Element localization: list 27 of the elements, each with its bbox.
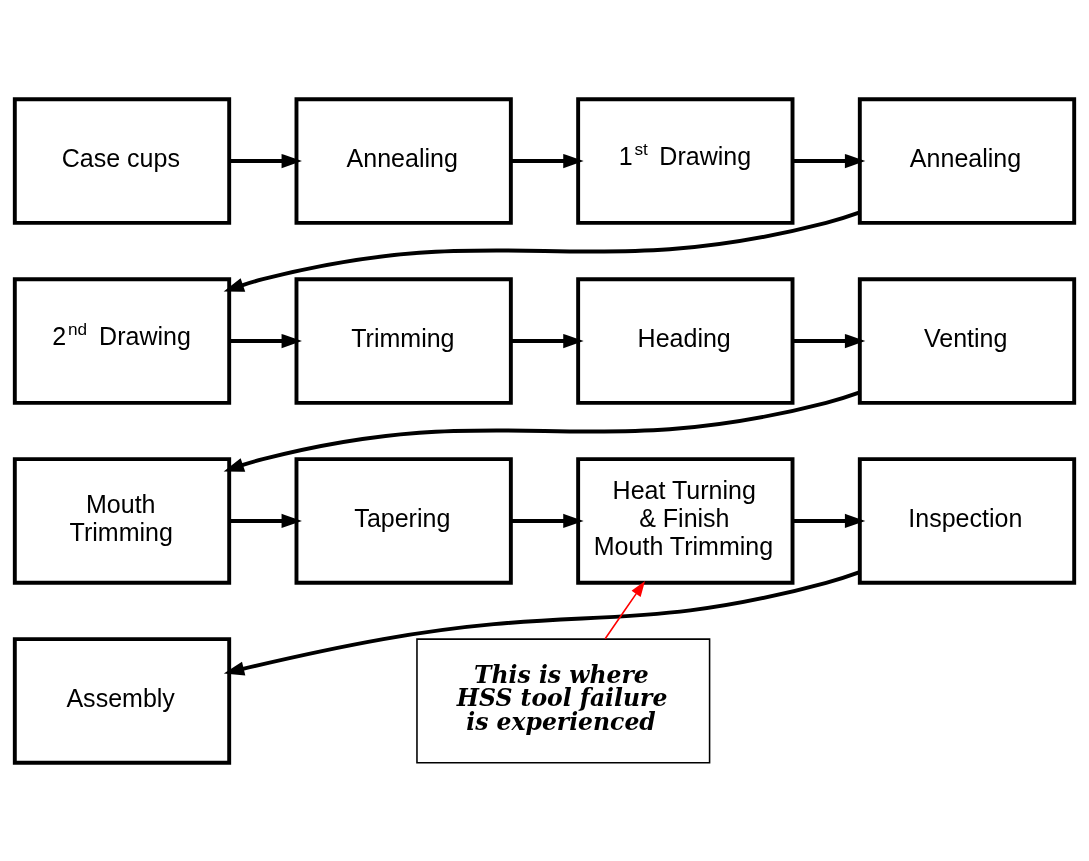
node-box: Case cups <box>12 96 232 225</box>
arrow <box>792 153 866 168</box>
node-box: Inspection <box>857 456 1077 585</box>
arrow <box>792 333 866 348</box>
arrow <box>223 569 861 676</box>
arrow <box>792 513 866 528</box>
node-box: 1$^{st}$ Drawing <box>576 96 795 225</box>
node-box: Trimming <box>294 276 513 405</box>
node-box: Assembly <box>12 636 232 765</box>
arrow <box>229 153 302 168</box>
arrow <box>229 333 302 348</box>
node-box: Heat Turning & Finish Mouth Trimming <box>576 456 795 585</box>
arrow <box>510 333 584 348</box>
node-box: Venting <box>857 276 1077 405</box>
node-box: Heading <box>576 276 795 405</box>
node-box: Annealing <box>857 96 1077 225</box>
node-box: Mouth Trimming <box>12 456 232 585</box>
node-box: Annealing <box>294 96 513 225</box>
arrow <box>604 580 645 639</box>
node-box: Tapering <box>294 456 513 585</box>
node-box: 2$^{nd}$ Drawing <box>12 276 232 405</box>
arrow <box>510 153 584 168</box>
node-box: This is where HSS tool failure is experienced <box>416 637 711 763</box>
arrow <box>223 390 861 472</box>
arrow <box>223 210 861 292</box>
arrow <box>510 513 584 528</box>
arrow <box>229 513 302 528</box>
